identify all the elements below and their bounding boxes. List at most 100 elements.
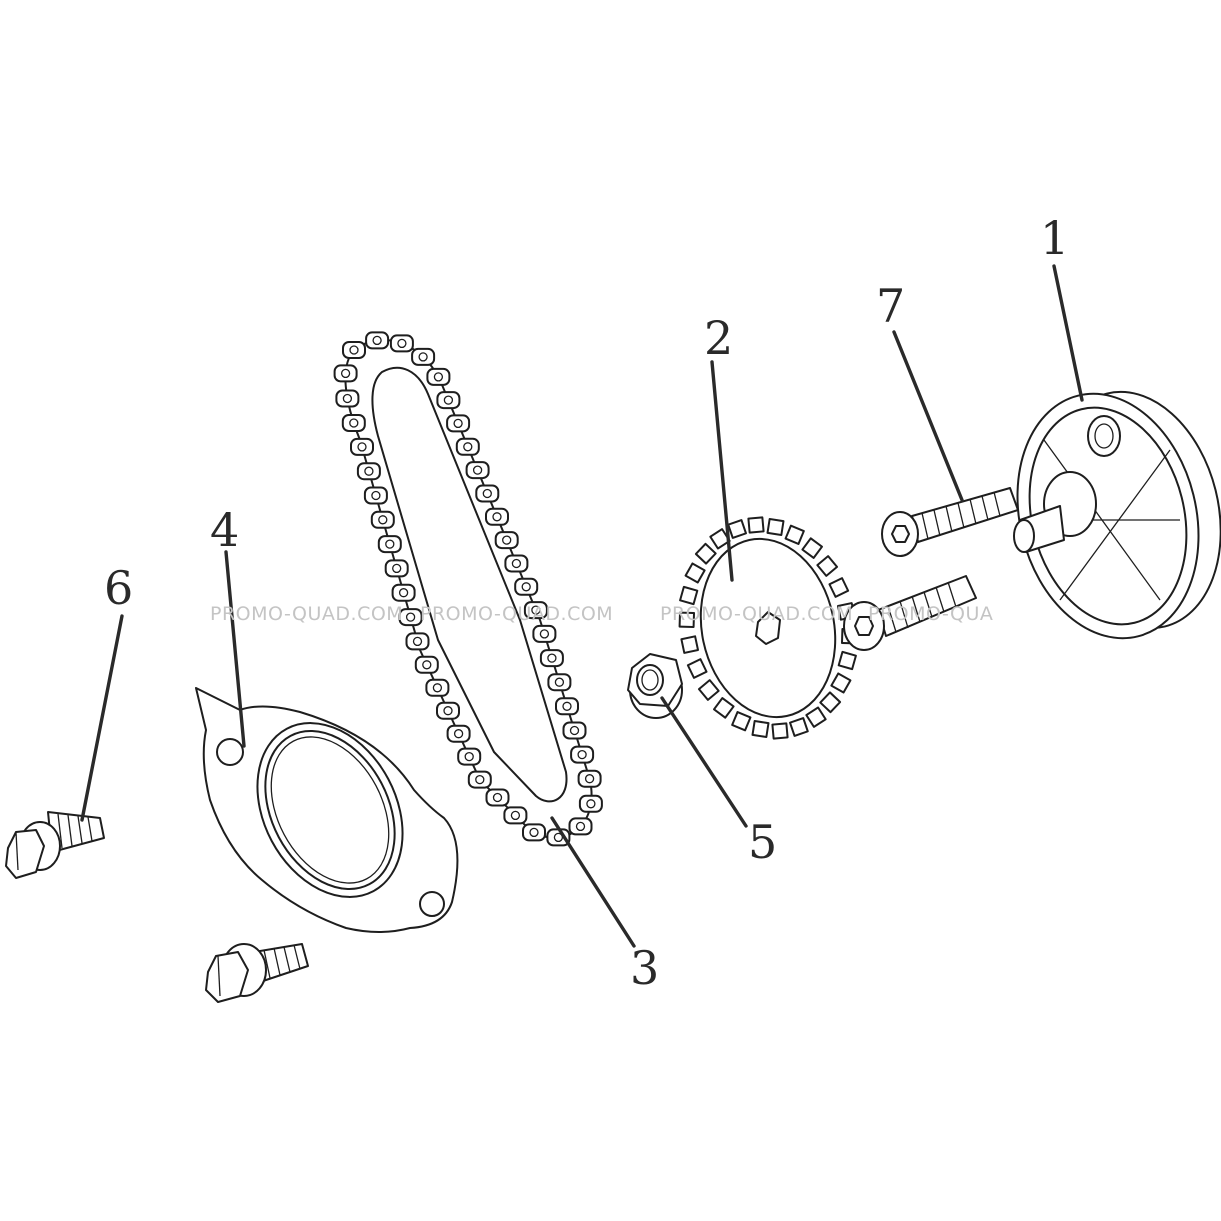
- chain-link: [436, 391, 461, 410]
- chain-link: [446, 724, 471, 743]
- sprocket-tooth: [801, 537, 823, 559]
- leader-line-2: [710, 360, 734, 582]
- callout-number-5: 5: [748, 815, 777, 869]
- chain-link: [577, 769, 602, 788]
- leader-line-6: [80, 614, 124, 822]
- sprocket-tooth: [679, 585, 699, 606]
- chain-link: [350, 437, 374, 456]
- watermark-text: PROMO-QUAD.COM: [420, 603, 613, 625]
- sprocket-tooth: [830, 672, 852, 694]
- sprocket-tooth: [751, 720, 770, 738]
- sprocket-tooth: [697, 679, 720, 701]
- callout-labels: 1 2 3 4 5 6 7: [104, 211, 1069, 995]
- leader-line-1: [1052, 264, 1084, 402]
- chain-link: [514, 577, 539, 596]
- oil-pump-housing-part: [1013, 390, 1221, 640]
- chain-link: [457, 747, 482, 766]
- leader-lines: [80, 264, 1084, 948]
- watermark: PROMO-QUAD.COM PROMO-QUAD.COM PROMO-QUAD…: [210, 603, 993, 625]
- callout-number-4: 4: [210, 503, 239, 557]
- leader-line-7: [892, 330, 964, 502]
- chain-link: [562, 721, 587, 740]
- drive-chain-part: [333, 331, 603, 847]
- sprocket-tooth: [680, 635, 700, 654]
- chain-link: [455, 437, 480, 456]
- chain-link: [555, 697, 579, 716]
- watermark-text: PROMO-QUAD.COM: [660, 603, 853, 625]
- sprocket-tooth: [678, 611, 696, 629]
- chain-link: [365, 331, 390, 350]
- sprocket-tooth: [684, 562, 706, 584]
- leader-line-3: [550, 816, 636, 948]
- chain-link: [494, 531, 519, 550]
- callout-number-6: 6: [104, 561, 133, 615]
- sprocket-tooth: [837, 650, 857, 671]
- chain-link: [523, 601, 548, 620]
- flange-nut-part: [627, 653, 683, 719]
- callout-number-7: 7: [876, 279, 905, 333]
- sprocket-tooth: [828, 577, 850, 598]
- sprocket-tooth: [819, 691, 842, 714]
- chain-link: [485, 788, 510, 807]
- chain-link: [389, 334, 414, 353]
- sprocket-tooth: [816, 555, 839, 577]
- chain-link: [335, 389, 360, 408]
- chain-link: [522, 823, 546, 842]
- chain-link: [532, 624, 557, 643]
- callout-number-3: 3: [630, 941, 659, 995]
- button-head-screw-lower: [843, 575, 977, 651]
- callout-number-1: 1: [1040, 211, 1069, 265]
- chain-link: [539, 649, 564, 668]
- sprocket-tooth: [766, 518, 785, 536]
- flange-bolt-upper: [5, 811, 105, 879]
- chain-link: [370, 510, 395, 529]
- chain-link: [391, 583, 416, 602]
- chain-link: [411, 347, 436, 366]
- sprocket-tooth: [727, 519, 747, 539]
- chain-link: [342, 341, 366, 359]
- chain-link: [503, 806, 528, 825]
- chain-link: [425, 678, 450, 697]
- sprocket-tooth: [747, 516, 765, 534]
- callout-number-2: 2: [704, 311, 733, 365]
- chain-link: [405, 632, 430, 651]
- chain-link: [546, 828, 571, 847]
- sprocket-tooth: [709, 528, 731, 550]
- chain-link: [475, 484, 500, 503]
- sprocket-tooth: [694, 542, 717, 565]
- button-head-screw-upper: [881, 487, 1019, 557]
- gasket-part: [195, 687, 459, 933]
- chain-link: [467, 770, 492, 789]
- sprocket-tooth: [686, 658, 708, 679]
- chain-link: [547, 673, 572, 692]
- chain-link: [568, 817, 593, 836]
- chain-link: [333, 364, 358, 383]
- sprocket-tooth: [771, 722, 789, 740]
- watermark-text: PROMO-QUA: [868, 603, 993, 625]
- chain-link: [436, 701, 460, 720]
- pump-sprocket-part: [678, 516, 858, 740]
- chain-link: [363, 486, 388, 505]
- chain-link: [578, 794, 603, 813]
- chain-link: [398, 608, 423, 627]
- sprocket-tooth: [784, 524, 805, 545]
- watermark-text: PROMO-QUAD.COM: [210, 603, 403, 625]
- chain-link: [384, 559, 409, 578]
- chain-link: [485, 507, 509, 526]
- flange-bolt-lower: [205, 943, 309, 1003]
- sprocket-tooth: [789, 717, 809, 737]
- sprocket-tooth: [805, 706, 827, 728]
- chain-link: [465, 461, 490, 480]
- chain-link: [414, 655, 439, 674]
- chain-link: [504, 554, 529, 573]
- chain-link: [426, 367, 451, 386]
- chain-link: [377, 535, 402, 554]
- leader-line-4: [224, 550, 246, 748]
- chain-link: [570, 745, 595, 764]
- chain-link: [446, 414, 471, 433]
- chain-link: [341, 414, 366, 432]
- leader-line-5: [660, 696, 748, 828]
- chain-link: [356, 462, 381, 481]
- sprocket-tooth: [731, 711, 752, 732]
